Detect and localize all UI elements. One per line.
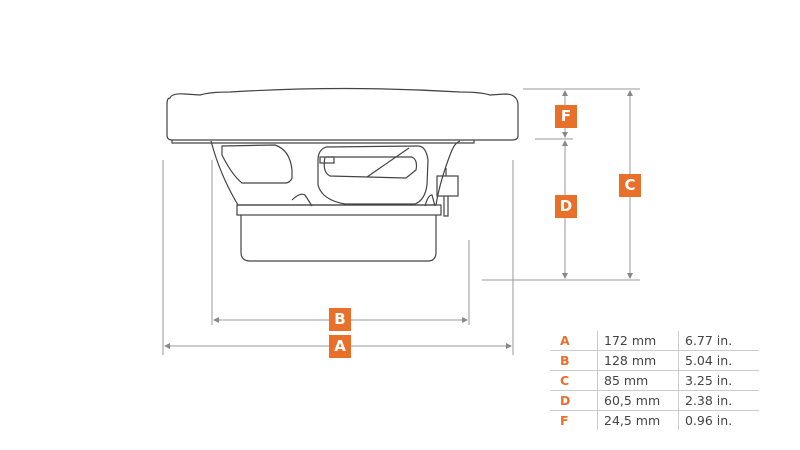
label-a: A (329, 335, 351, 358)
label-b: B (329, 308, 351, 331)
speaker-outline (166, 87, 519, 262)
dimension-lines (162, 88, 640, 355)
label-f: F (555, 105, 577, 128)
label-c: C (619, 174, 641, 197)
label-d: D (555, 195, 577, 218)
